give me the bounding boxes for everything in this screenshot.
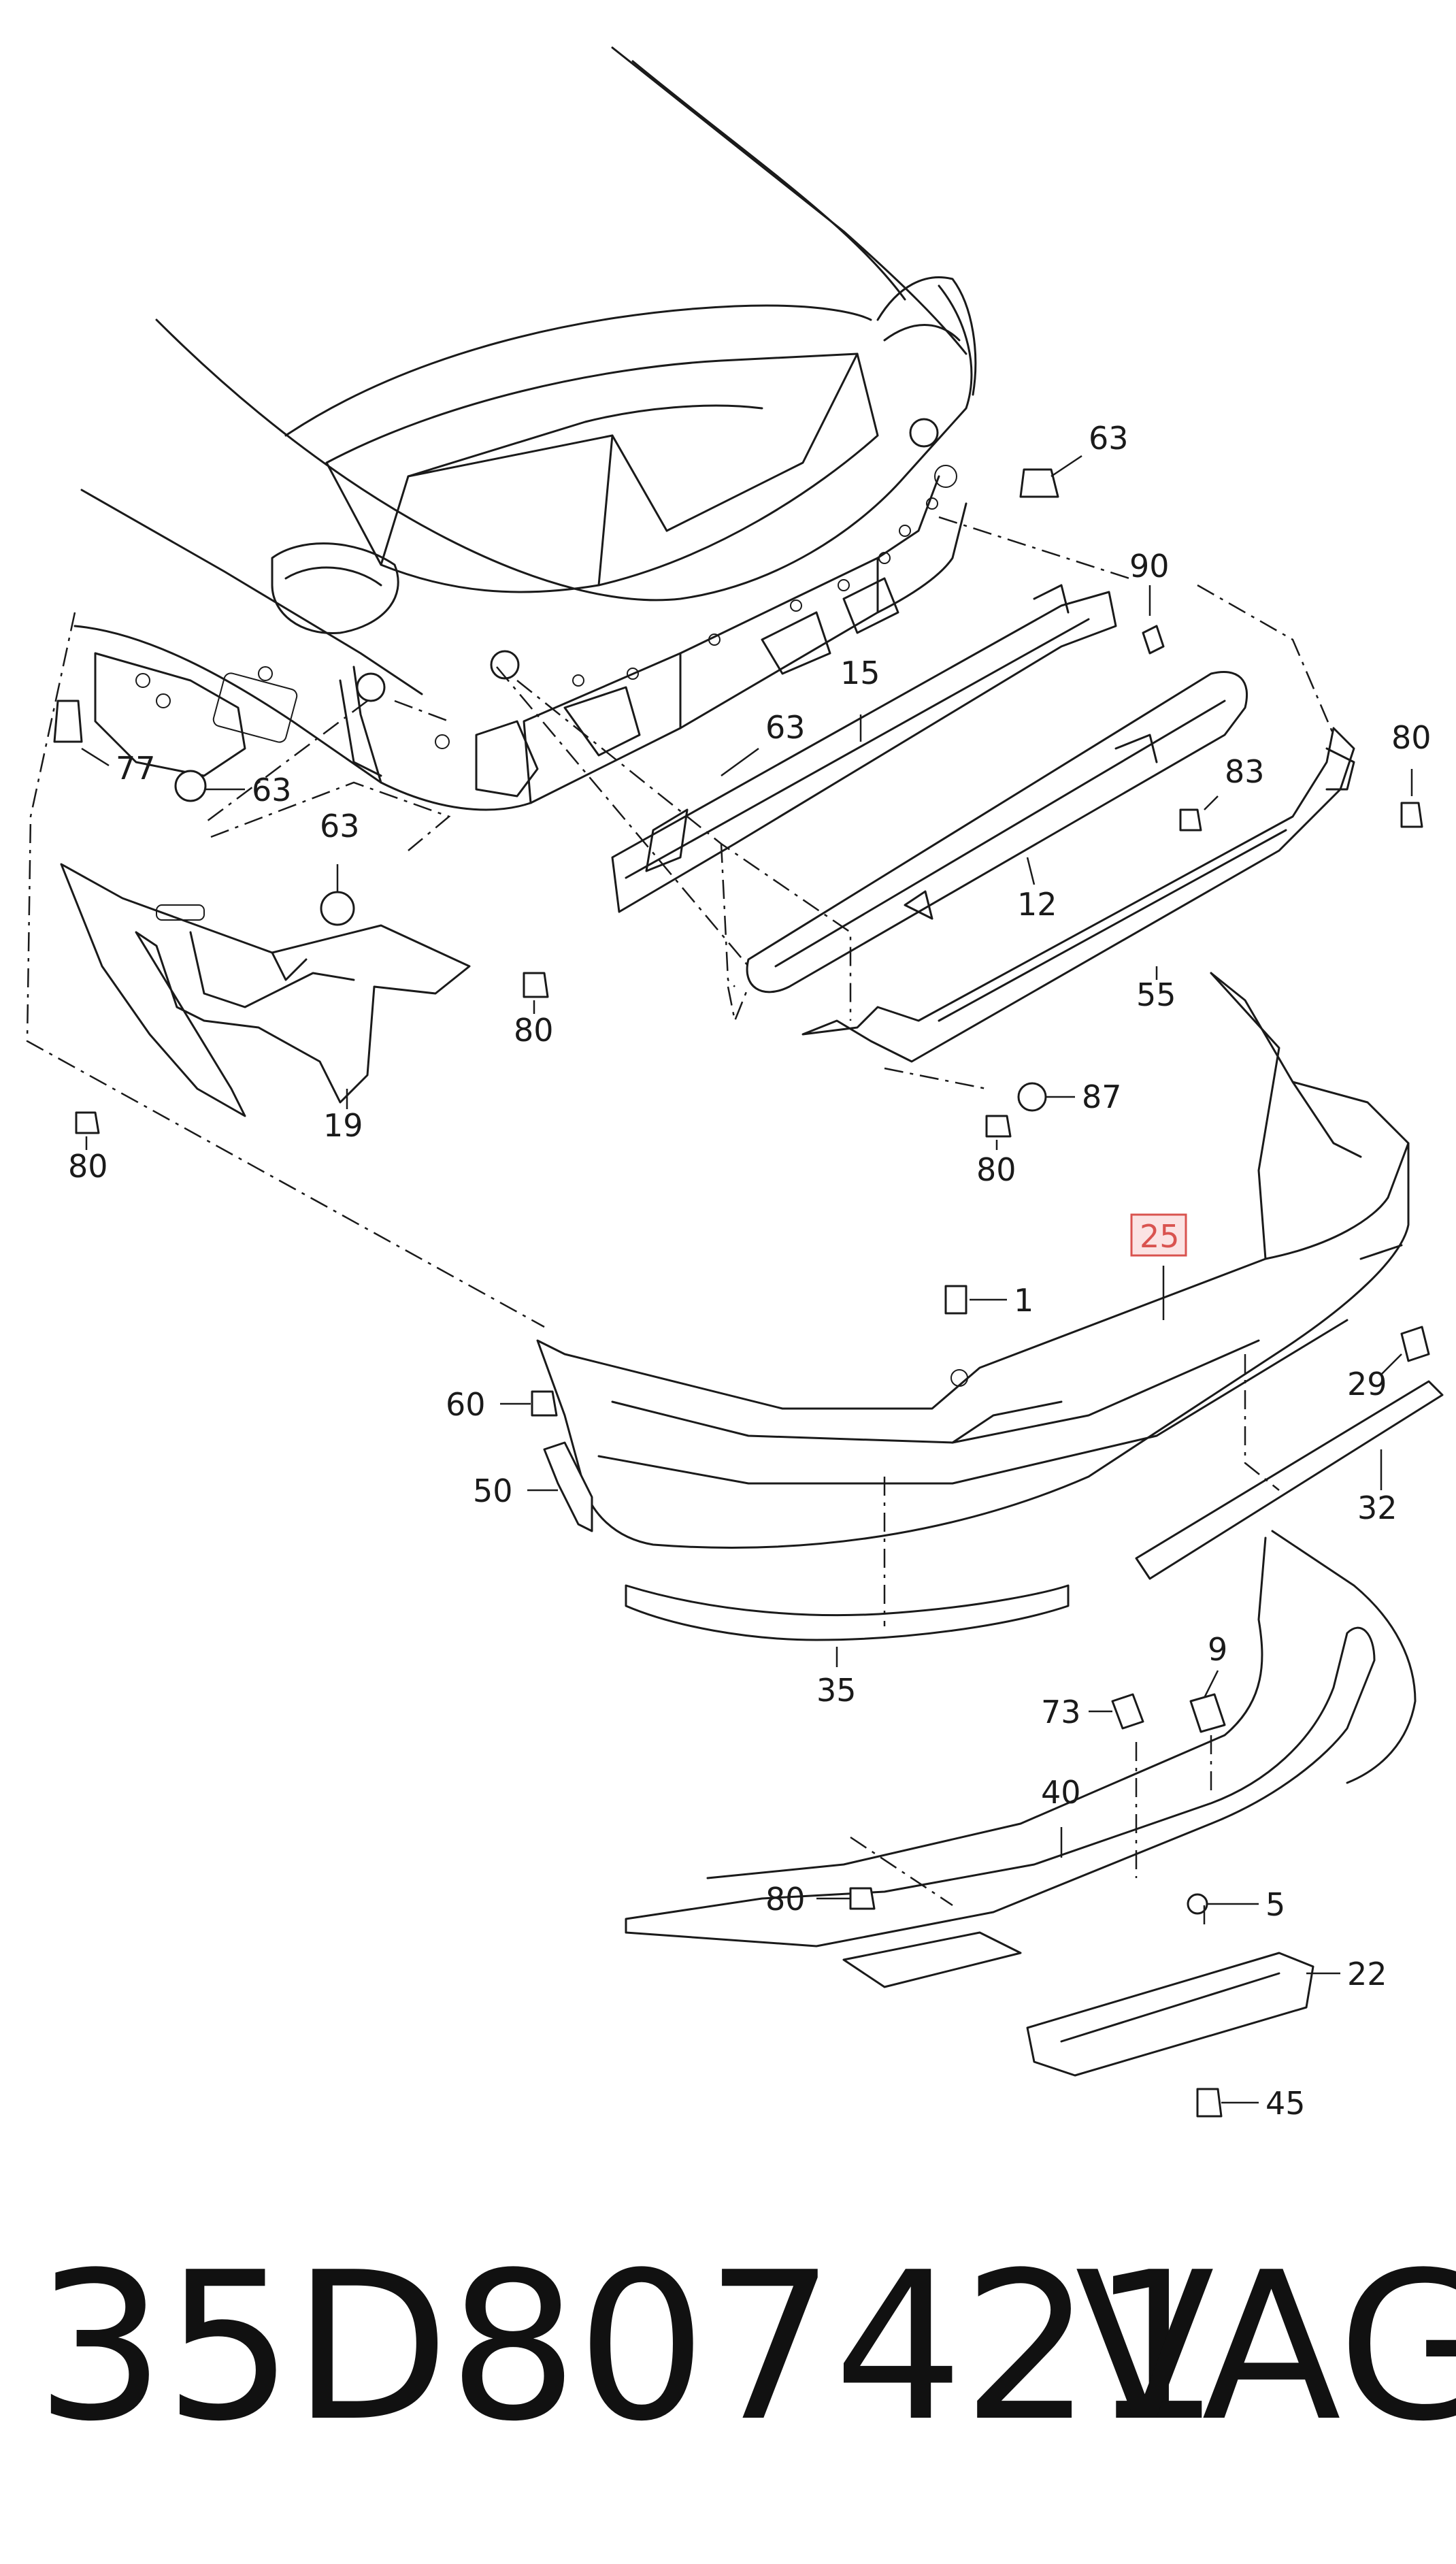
label-45: 45 (1265, 2085, 1306, 2122)
bolt-83 (1179, 808, 1202, 832)
label-80: 80 (1391, 719, 1432, 756)
part-number: 35D807421 (35, 2229, 1221, 2466)
label-29: 29 (1347, 1366, 1387, 1402)
bolt-80c (985, 1115, 1012, 1138)
label-63: 63 (1089, 420, 1129, 457)
diffuser-40 (625, 1530, 1417, 1988)
label-73: 73 (1041, 1694, 1081, 1730)
label-35: 35 (816, 1672, 857, 1709)
label-9: 9 (1208, 1631, 1227, 1668)
label-87: 87 (1082, 1079, 1122, 1115)
bumper-bracket-19 (60, 863, 471, 1117)
callout-labels: 63 90 15 63 80 83 77 63 63 12 80 55 87 1… (68, 420, 1432, 2122)
bumper-guide-55 (801, 727, 1355, 1063)
clip-9 (1189, 1693, 1226, 1733)
label-19: 19 (323, 1107, 363, 1144)
fasteners (53, 468, 1423, 2118)
bolt-80e (849, 1887, 876, 1910)
bolt-45 (1196, 2088, 1223, 2118)
label-63: 63 (765, 709, 806, 746)
highlight-box-25 (1130, 1213, 1187, 1257)
clip-29 (1400, 1326, 1430, 1362)
label-50: 50 (473, 1473, 513, 1509)
nut-87 (1017, 1082, 1047, 1112)
nut-63d (320, 891, 355, 926)
assembly-lines (26, 516, 1335, 1926)
label-25: 25 (1140, 1218, 1180, 1255)
label-15: 15 (840, 655, 880, 691)
label-83: 83 (1225, 753, 1265, 790)
bolt-80a (1400, 802, 1423, 828)
trim-strip-35 (625, 1584, 1070, 1641)
bolt-80d (75, 1111, 100, 1134)
nut-63a (1019, 468, 1059, 498)
impact-absorber-12 (746, 670, 1248, 993)
label-32: 32 (1357, 1490, 1397, 1526)
bolt-80b (523, 972, 549, 998)
trim-strip-32 (1135, 1380, 1444, 1580)
car-rear-body (73, 46, 977, 811)
label-1: 1 (1014, 1282, 1033, 1319)
label-22: 22 (1347, 1956, 1387, 1992)
clip-77 (53, 700, 83, 743)
bumper-cover-25 (536, 972, 1410, 1549)
label-80: 80 (68, 1148, 108, 1185)
label-63: 63 (320, 808, 360, 844)
bolt-90 (1142, 625, 1165, 655)
screw-1 (944, 1285, 967, 1315)
label-40: 40 (1041, 1774, 1081, 1811)
underbody-panel-22 (1026, 1952, 1314, 2077)
label-5: 5 (1265, 1886, 1285, 1923)
nut-63c (174, 770, 207, 802)
label-60: 60 (446, 1386, 486, 1423)
label-12: 12 (1017, 886, 1057, 923)
washer-5 (1187, 1893, 1208, 1915)
label-80: 80 (976, 1151, 1016, 1188)
bracket-50 (543, 1441, 593, 1532)
leader-lines (81, 455, 1413, 2104)
label-55: 55 (1136, 976, 1176, 1013)
label-80: 80 (765, 1881, 806, 1918)
label-77: 77 (116, 750, 156, 787)
label-63: 63 (252, 772, 292, 808)
label-90: 90 (1129, 548, 1170, 585)
label-80: 80 (514, 1012, 554, 1049)
clip-73 (1111, 1693, 1144, 1730)
bumper-reinforcement-15 (611, 584, 1117, 913)
brand-name: VAG (1075, 2229, 1456, 2466)
nut-60 (531, 1390, 558, 1417)
